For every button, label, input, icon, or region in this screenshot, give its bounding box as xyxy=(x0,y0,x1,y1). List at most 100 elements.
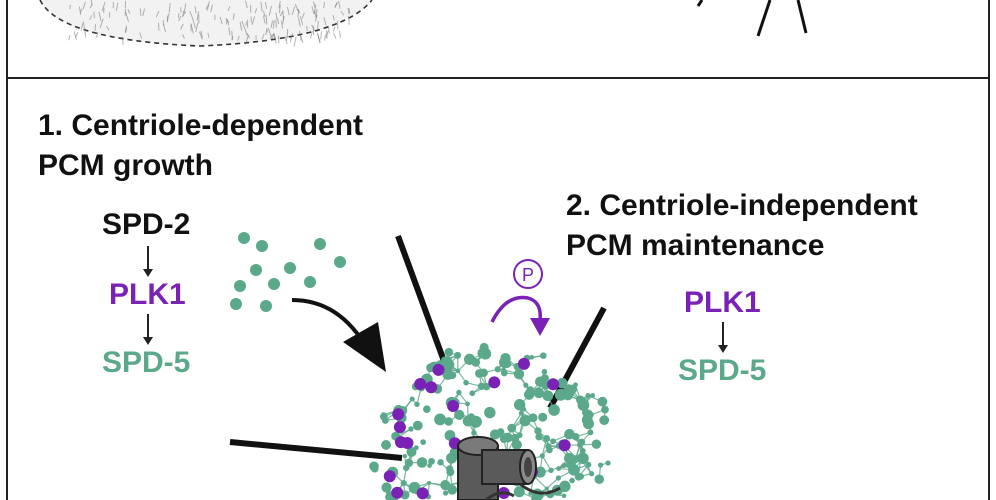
top-cell-fiber xyxy=(336,20,339,30)
free-spd5-dot xyxy=(268,278,280,290)
top-cell-fiber xyxy=(78,6,82,16)
top-cell-fiber xyxy=(316,21,319,30)
top-cell-fiber xyxy=(139,8,142,17)
pcm-spd5-node xyxy=(465,401,470,407)
top-cell-fiber xyxy=(210,4,213,13)
pcm-spd5-node xyxy=(381,482,392,493)
top-cell-fiber xyxy=(98,11,102,22)
pcm-spd5-node xyxy=(591,439,602,449)
top-cell-fiber xyxy=(297,8,301,14)
pcm-spd5-node xyxy=(529,355,535,360)
pcm-spd5-node xyxy=(544,486,549,491)
pcm-spd5-node xyxy=(577,452,589,465)
top-cell-fiber xyxy=(225,17,230,23)
pcm-spd5-node xyxy=(498,432,504,438)
pcm-spd5-node xyxy=(535,433,543,441)
top-cell-fiber xyxy=(262,15,266,24)
top-cell-fiber xyxy=(244,34,249,45)
pcm-spd5-node xyxy=(479,368,488,378)
pcm-spd5-node xyxy=(569,477,575,484)
section1-spd2: SPD-2 xyxy=(102,208,191,241)
free-spd5-dot xyxy=(314,238,326,250)
pcm-spd5-node xyxy=(585,461,592,468)
free-spd5-dot xyxy=(238,232,250,244)
pcm-spd5-node xyxy=(548,404,560,416)
pcm-spd5-node xyxy=(539,352,547,359)
top-cell-fiber xyxy=(101,1,106,12)
top-cell-fiber xyxy=(314,15,318,22)
top-cell-fiber xyxy=(182,10,185,18)
pcm-spd5-node xyxy=(605,460,611,466)
free-spd5-dot xyxy=(256,240,268,252)
top-cell-fiber xyxy=(332,26,336,32)
top-cell-fiber xyxy=(268,5,273,16)
pcm-plk1-node xyxy=(488,376,501,389)
pcm-spd5-node xyxy=(535,376,546,387)
pcm-spd5-node xyxy=(523,382,529,388)
section2-spd5: SPD-5 xyxy=(678,354,767,387)
pcm-spd5-node xyxy=(550,438,556,445)
pcm-spd5-node xyxy=(484,406,496,419)
pcm-spd5-node xyxy=(434,413,446,426)
top-cell-fiber xyxy=(79,8,83,14)
pcm-spd5-node xyxy=(568,461,576,469)
top-cell-fiber xyxy=(206,1,210,11)
top-cell-fiber xyxy=(347,7,350,15)
pcm-spd5-node xyxy=(583,409,594,420)
top-cell-fiber xyxy=(94,24,97,31)
top-cell-fiber xyxy=(291,6,296,16)
pcm-spd5-node xyxy=(557,377,568,389)
top-cell-fiber xyxy=(228,27,231,36)
top-cell-fiber xyxy=(182,34,185,39)
top-cell-fiber xyxy=(323,17,327,26)
pcm-spd5-node xyxy=(542,390,554,402)
section1-title-line1: 1. Centriole-dependent xyxy=(38,109,364,142)
pcm-plk1-node xyxy=(432,363,445,376)
top-cell-fiber xyxy=(68,34,71,41)
pcm-spd5-node xyxy=(483,348,490,354)
top-cell-fiber xyxy=(260,1,263,12)
pcm-spd5-node xyxy=(406,446,417,457)
pcm-spd5-node xyxy=(556,466,562,471)
top-cell-fiber xyxy=(82,21,86,31)
pcm-spd5-node xyxy=(447,484,458,495)
free-spd5-dot xyxy=(260,300,272,312)
pcm-spd5-node xyxy=(446,465,454,473)
top-cell-fiber xyxy=(265,14,268,25)
pcm-spd5-node xyxy=(379,412,388,421)
centriole-linker-2 xyxy=(485,491,515,500)
pcm-spd5-node xyxy=(437,459,444,466)
pcm-spd5-node xyxy=(413,445,419,451)
top-cell-fiber xyxy=(278,4,281,14)
free-spd5-dot xyxy=(230,298,242,310)
pcm-spd5-node xyxy=(412,420,423,431)
pcm-plk1-node xyxy=(401,436,414,449)
top-cell-fiber xyxy=(93,11,96,19)
pcm-plk1-node xyxy=(383,470,396,483)
section1-arrow-1 xyxy=(143,246,153,277)
pcm-spd5-node xyxy=(442,368,454,380)
top-cell-fiber xyxy=(272,20,275,29)
pcm-spd5-node xyxy=(585,392,591,398)
top-cell-fiber xyxy=(297,17,301,27)
pcm-spd5-node xyxy=(502,359,512,368)
pcm-plk1-node xyxy=(391,486,404,499)
top-cell-fiber xyxy=(267,27,272,37)
pcm-spd5-node xyxy=(546,446,553,454)
top-cell-fiber xyxy=(270,20,274,29)
pcm-spd5-node xyxy=(404,458,414,468)
top-cell-fiber xyxy=(168,2,171,13)
pcm-spd5-node xyxy=(471,430,477,436)
pcm-plk1-node xyxy=(416,487,429,500)
top-figure-stub xyxy=(696,0,704,7)
top-cell-fiber xyxy=(316,32,321,43)
top-cell-fiber xyxy=(254,8,258,14)
pcm-spd5-node xyxy=(416,457,428,468)
daughter-centriole xyxy=(481,449,537,485)
pcm-spd5-node xyxy=(414,401,420,408)
top-cell-fiber xyxy=(282,11,285,21)
phospho-circle xyxy=(513,259,543,289)
pcm-spd5-node xyxy=(594,474,605,485)
pcm-spd5-node xyxy=(471,358,481,367)
